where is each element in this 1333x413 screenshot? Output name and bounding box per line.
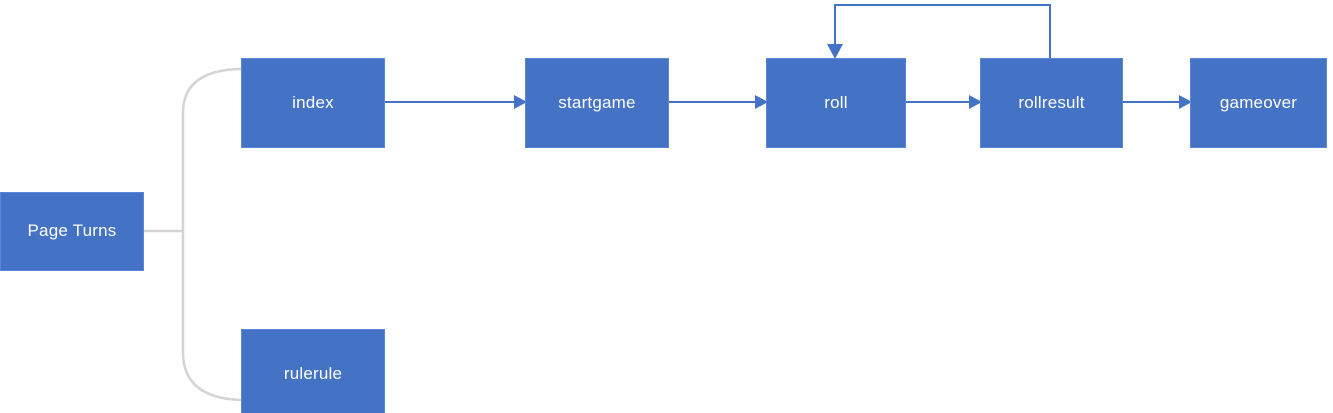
node-label: gameover	[1219, 92, 1298, 112]
edge-rollresult-to-gameover	[1123, 95, 1192, 109]
edge-startgame-to-roll	[669, 95, 768, 109]
tree-branch-down	[181, 231, 242, 402]
edge-rollresult-loop-to-roll	[827, 4, 1051, 59]
node-rollresult[interactable]: rollresult	[980, 58, 1123, 148]
node-label: Page Turns	[27, 221, 117, 241]
node-label: startgame	[558, 92, 636, 112]
arrowhead	[827, 44, 843, 59]
edge-page-turns-to-rulerule	[181, 231, 242, 402]
node-rulerule[interactable]: rulerule	[241, 329, 385, 413]
node-startgame[interactable]: startgame	[525, 58, 669, 148]
node-label: roll	[824, 92, 848, 112]
node-page-turns[interactable]: Page Turns	[0, 192, 144, 271]
node-gameover[interactable]: gameover	[1190, 58, 1327, 148]
edge-index-to-startgame	[385, 95, 527, 109]
node-index[interactable]: index	[241, 58, 385, 148]
node-roll[interactable]: roll	[766, 58, 906, 148]
tree-branch-up	[181, 67, 242, 231]
node-label: rollresult	[1018, 92, 1085, 112]
edge-line	[834, 4, 1051, 58]
edge-roll-to-rollresult	[906, 95, 982, 109]
edge-page-turns-to-index	[144, 67, 242, 233]
node-label: rulerule	[283, 363, 343, 383]
node-label: index	[292, 92, 334, 112]
